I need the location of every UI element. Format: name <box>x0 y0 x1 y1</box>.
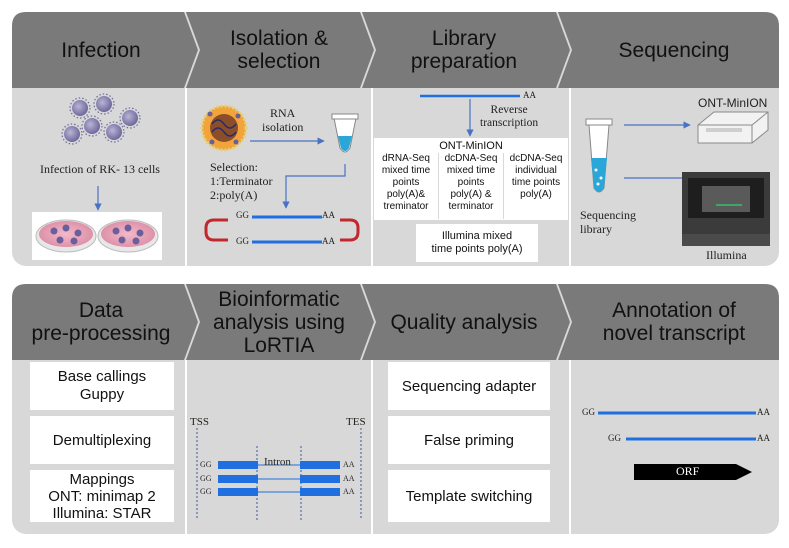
basecalling-box: Base callings Guppy <box>30 362 174 410</box>
tss-label: TSS <box>190 416 209 428</box>
read-aa-3: AA <box>343 487 355 496</box>
annot-aa-2: AA <box>757 433 770 443</box>
header-chevron-quality <box>362 284 570 360</box>
spliced-read-1 <box>218 461 340 469</box>
read-gg-2: GG <box>200 474 212 483</box>
read-aa-1: AA <box>343 460 355 469</box>
sequencing-ont-label: ONT-MinION <box>698 96 768 110</box>
template-switching-box: Template switching <box>388 470 550 522</box>
title-annotation: Annotation of novel transcript <box>602 299 746 345</box>
infection-caption: Infection of RK- 13 cells <box>40 162 160 176</box>
title-preprocessing: Data pre-processing <box>31 299 171 345</box>
header-chevron-bioinformatic <box>186 284 374 360</box>
sequencing-adapter-box: Sequencing adapter <box>388 362 550 410</box>
library-col-drna: dRNA-Seq mixed time points poly(A)& trem… <box>374 153 439 219</box>
illumina-label: Illumina <box>706 248 747 262</box>
adapter-left <box>204 218 228 242</box>
illumina-device-icon <box>682 172 770 246</box>
gg-label-1: GG <box>236 210 249 220</box>
header-chevron-preprocessing <box>12 284 198 360</box>
minion-device-icon <box>697 111 769 144</box>
intron-label: Intron <box>264 456 291 468</box>
library-ont-group: ONT-MinION dRNA-Seq mixed time points po… <box>374 138 568 220</box>
tes-label: TES <box>346 416 366 428</box>
title-bioinformatic: Bioinformatic analysis using LoRTIA <box>213 287 345 357</box>
title-quality: Quality analysis <box>390 310 538 334</box>
library-col-dcdna-individual: dcDNA-Seq individual time points poly(A) <box>509 153 563 200</box>
library-col-dcdna-mixed: dcDNA-Seq mixed time points poly(A) & te… <box>439 153 504 219</box>
mappings-box: Mappings ONT: minimap 2 Illumina: STAR <box>30 470 174 522</box>
sequencing-library-label: Sequencing library <box>580 208 636 236</box>
title-sequencing: Sequencing <box>618 38 730 62</box>
gg-label-2: GG <box>236 236 249 246</box>
spliced-read-2 <box>218 475 340 483</box>
infected-cell-icon <box>200 104 248 152</box>
library-aa-label: AA <box>523 90 536 100</box>
header-chevron-sequencing <box>558 12 779 88</box>
aa-label-1: AA <box>322 210 335 220</box>
read-gg-3: GG <box>200 487 212 496</box>
annot-gg-2: GG <box>608 433 621 443</box>
read-aa-2: AA <box>343 474 355 483</box>
false-priming-box: False priming <box>388 416 550 464</box>
title-infection: Infection <box>61 38 141 62</box>
title-isolation: Isolation & selection <box>229 27 329 73</box>
annot-gg-1: GG <box>582 407 595 417</box>
selection-arrow <box>282 164 346 209</box>
selection-label: Selection: 1:Terminator 2:poly(A) <box>210 160 273 202</box>
rna-tube-icon <box>331 113 359 153</box>
reverse-transcription-label: Reverse transcription <box>480 104 539 129</box>
orf-label: ORF <box>676 464 700 478</box>
header-chevron-annotation <box>558 284 779 360</box>
annot-aa-1: AA <box>757 407 770 417</box>
aa-label-2: AA <box>322 236 335 246</box>
adapter-right <box>340 218 360 242</box>
virus-particles-icon <box>61 93 141 145</box>
demultiplexing-box: Demultiplexing <box>30 416 174 464</box>
title-library: Library preparation <box>410 27 518 73</box>
read-gg-1: GG <box>200 460 212 469</box>
rna-isolation-label: RNA isolation <box>262 106 304 134</box>
header-chevron-isolation <box>186 12 374 88</box>
cell-dishes-icon <box>32 212 162 260</box>
header-chevron-infection <box>12 12 198 88</box>
sequencing-tube-icon <box>585 118 613 193</box>
spliced-read-3 <box>218 488 340 496</box>
library-illumina-box: Illumina mixed time points poly(A) <box>416 224 538 262</box>
header-chevron-library <box>362 12 570 88</box>
orf-arrow <box>634 464 752 480</box>
library-ont-label: ONT-MinION <box>439 140 503 152</box>
